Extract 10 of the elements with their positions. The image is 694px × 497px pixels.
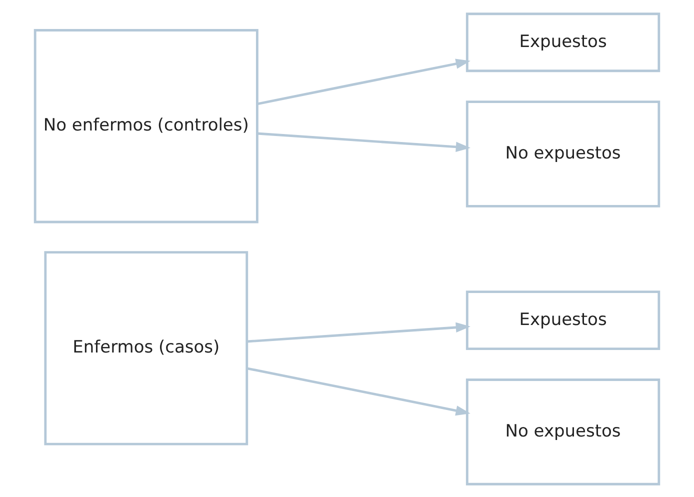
arrow [257, 58, 470, 105]
node-box: No enfermos (controles) [34, 28, 258, 223]
arrow [257, 132, 470, 152]
node-box: Enfermos (casos) [44, 250, 248, 445]
arrow [246, 366, 470, 416]
node-box: No expuestos [466, 378, 660, 485]
node-box: Expuestos [466, 290, 660, 350]
node-box: Expuestos [466, 12, 660, 72]
arrow [247, 322, 470, 342]
node-box: No expuestos [466, 100, 660, 207]
